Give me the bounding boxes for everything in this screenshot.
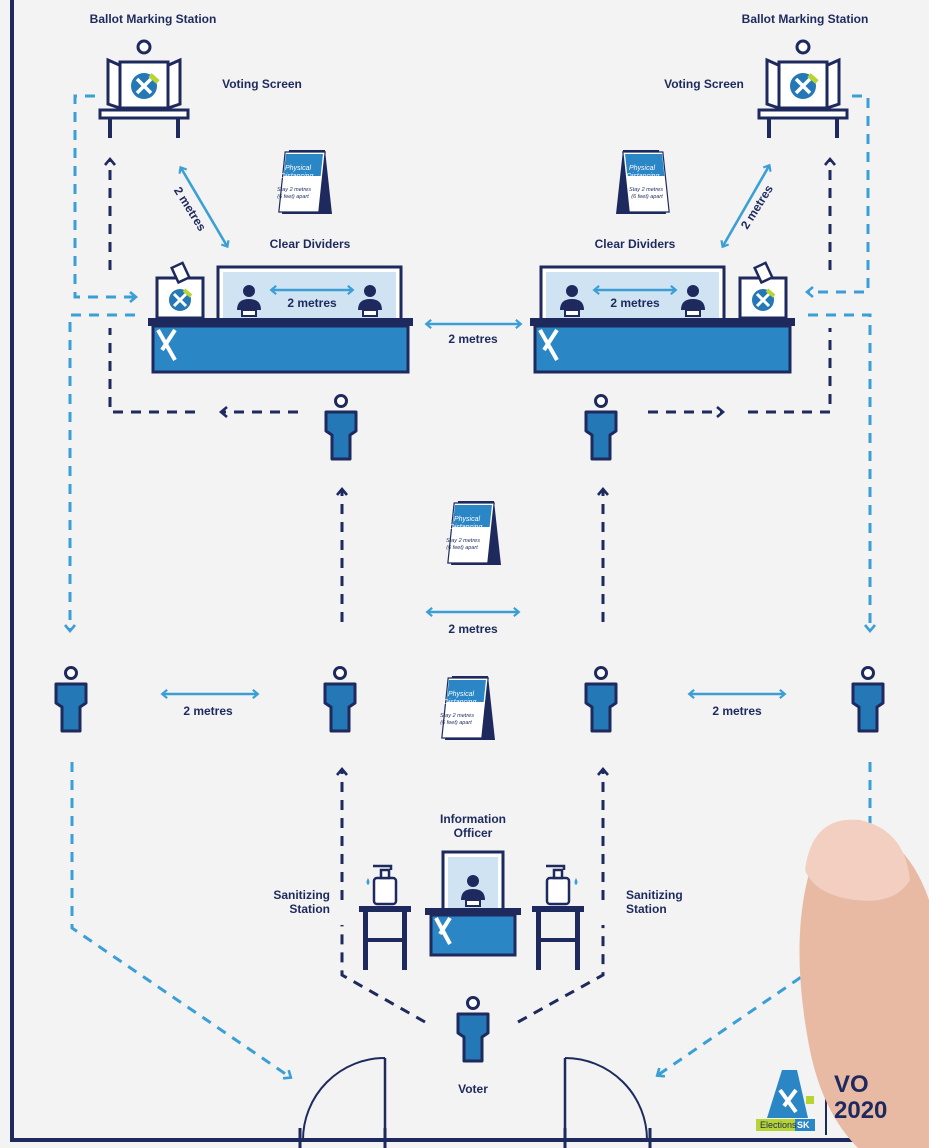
distancing-sign-top-right: Physical Distancing Stay 2 metres (6 fee…	[616, 150, 669, 214]
svg-text:Stay 2 metres: Stay 2 metres	[446, 538, 480, 544]
svg-text:(6 feet) apart: (6 feet) apart	[446, 545, 478, 551]
voting-screen-label-left: Voting Screen	[212, 77, 312, 91]
distance-label-desk-right: 2 metres	[600, 296, 670, 310]
distance-label-row-left: 2 metres	[173, 704, 243, 718]
information-officer-desk	[425, 852, 521, 955]
svg-text:Distancing: Distancing	[627, 173, 660, 180]
logo-year-text: 2020	[834, 1098, 887, 1124]
distancing-sign-lower: Physical Distancing Stay 2 metres (6 fee…	[440, 676, 495, 740]
distance-label-between-desks: 2 metres	[438, 332, 508, 346]
person-icon	[326, 396, 356, 460]
voter-label: Voter	[438, 1082, 508, 1096]
svg-text:Distancing: Distancing	[281, 173, 314, 180]
distance-label-center: 2 metres	[438, 622, 508, 636]
ballot-station-label-left: Ballot Marking Station	[58, 12, 248, 26]
door-right	[565, 1058, 647, 1140]
ballot-marking-station-left	[100, 41, 188, 138]
distancing-sign-center: Physical Distancing Stay 2 metres (6 fee…	[446, 501, 501, 565]
svg-text:Stay 2 metres: Stay 2 metres	[277, 187, 311, 193]
person-icon	[853, 668, 883, 732]
voter-person-icon	[458, 998, 488, 1062]
voting-screen-label-right: Voting Screen	[654, 77, 754, 91]
clear-dividers-label-left: Clear Dividers	[255, 237, 365, 251]
door-left	[303, 1058, 385, 1140]
person-icon	[56, 668, 86, 732]
ballot-station-label-right: Ballot Marking Station	[710, 12, 900, 26]
left-wall	[12, 0, 300, 1140]
distancing-sign-top-left: Physical Distancing Stay 2 metres (6 fee…	[277, 150, 332, 214]
clear-dividers-label-right: Clear Dividers	[580, 237, 690, 251]
svg-text:Stay 2 metres: Stay 2 metres	[629, 187, 663, 193]
logo-vote-text: VO	[834, 1072, 869, 1098]
distance-label-row-right: 2 metres	[702, 704, 772, 718]
svg-text:Stay 2 metres: Stay 2 metres	[440, 713, 474, 719]
person-icon	[325, 668, 355, 732]
sanitizing-station-label-left: Sanitizing Station	[250, 888, 330, 916]
svg-text:Physical: Physical	[448, 691, 475, 698]
voting-desk-left	[148, 263, 413, 372]
logo-brand-tag: SK	[797, 1119, 810, 1131]
person-icon	[586, 396, 616, 460]
svg-text:(6 feet) apart: (6 feet) apart	[277, 194, 309, 200]
svg-text:Physical: Physical	[629, 165, 656, 172]
logo-brand-text: Elections	[760, 1119, 797, 1131]
svg-text:Physical: Physical	[454, 516, 481, 523]
person-icon	[586, 668, 616, 732]
ballot-marking-station-right	[759, 41, 847, 138]
information-officer-label: Information Officer	[423, 812, 523, 840]
svg-text:(6 feet) apart: (6 feet) apart	[631, 194, 663, 200]
svg-text:(6 feet) apart: (6 feet) apart	[440, 720, 472, 726]
svg-text:Distancing: Distancing	[444, 699, 477, 706]
svg-text:Physical: Physical	[285, 165, 312, 172]
distance-label-desk-left: 2 metres	[277, 296, 347, 310]
sanitizing-station-label-right: Sanitizing Station	[626, 888, 706, 916]
svg-text:Distancing: Distancing	[450, 524, 483, 531]
voting-desk-right	[530, 263, 795, 372]
